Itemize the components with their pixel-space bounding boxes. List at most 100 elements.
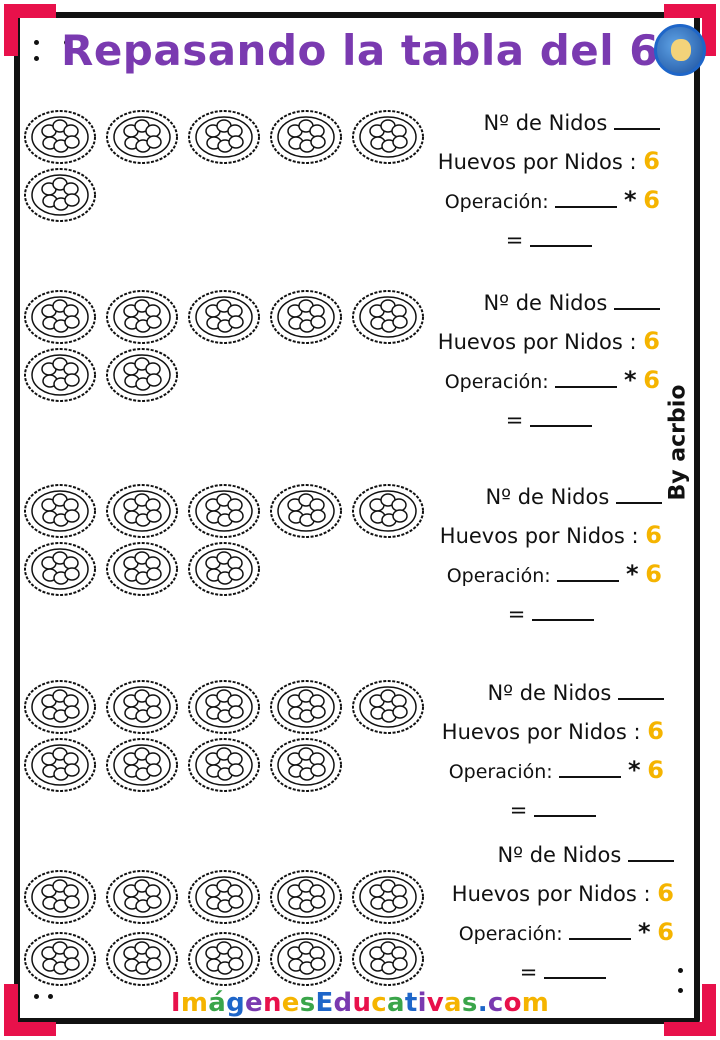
nidos-answer-field[interactable] <box>616 484 662 504</box>
result-answer-field[interactable] <box>530 227 592 247</box>
corner-decoration-bottom-right <box>664 968 716 1036</box>
operator-symbol: * <box>624 366 637 394</box>
nest-icon <box>104 108 180 166</box>
nest-icon <box>186 288 262 346</box>
operacion-row: Operación: * 6 <box>438 181 660 221</box>
operacion-label: Operación: <box>448 761 553 783</box>
footer-text: ImágenesEducativas.com <box>170 988 550 1018</box>
nidos-row: Nº de Nidos <box>438 284 660 322</box>
nest-icon <box>186 736 262 794</box>
nest-icon <box>22 540 98 598</box>
result-row: = <box>442 791 664 829</box>
operacion-answer-field[interactable] <box>569 920 632 940</box>
huevos-row: Huevos por Nidos : 6 <box>440 516 662 555</box>
huevos-label: Huevos por Nidos : <box>451 882 651 906</box>
nest-icon <box>350 482 426 540</box>
huevos-label: Huevos por Nidos : <box>439 524 639 548</box>
nidos-row: Nº de Nidos <box>438 104 660 142</box>
nest-icon <box>268 288 344 346</box>
nidos-answer-field[interactable] <box>614 290 660 310</box>
nest-icon <box>104 678 180 736</box>
huevos-label: Huevos por Nidos : <box>441 720 641 744</box>
corner-decoration-top-left <box>4 4 69 61</box>
huevos-row: Huevos por Nidos : 6 <box>438 142 660 181</box>
result-answer-field[interactable] <box>534 797 596 817</box>
nest-icon <box>186 678 262 736</box>
result-answer-field[interactable] <box>544 959 606 979</box>
nest-icon <box>22 930 98 988</box>
nest-icon <box>22 108 98 166</box>
nest-icon <box>268 108 344 166</box>
huevos-value: 6 <box>643 147 660 175</box>
nidos-answer-field[interactable] <box>628 842 674 862</box>
author-credit: By acrbio <box>665 384 691 501</box>
nest-icon <box>268 868 344 926</box>
nest-icon <box>22 678 98 736</box>
nest-icon <box>104 482 180 540</box>
nest-icon <box>104 288 180 346</box>
operacion-answer-field[interactable] <box>555 188 618 208</box>
nidos-answer-field[interactable] <box>618 680 664 700</box>
equals-sign: = <box>505 228 524 252</box>
factor-value: 6 <box>645 560 662 588</box>
result-row: = <box>438 221 660 259</box>
nest-icon <box>104 868 180 926</box>
equals-sign: = <box>519 960 538 984</box>
result-answer-field[interactable] <box>532 601 594 621</box>
operacion-answer-field[interactable] <box>555 368 618 388</box>
footer-website: ImágenesEducativas.com <box>0 988 720 1018</box>
nest-icon <box>186 482 262 540</box>
nest-icon <box>186 108 262 166</box>
result-row: = <box>438 401 660 439</box>
equals-sign: = <box>505 408 524 432</box>
factor-value: 6 <box>643 186 660 214</box>
nest-icon <box>104 930 180 988</box>
equals-sign: = <box>509 798 528 822</box>
factor-value: 6 <box>643 366 660 394</box>
nest-icon <box>186 868 262 926</box>
operacion-row: Operación: * 6 <box>438 361 660 401</box>
nest-icon <box>22 346 98 404</box>
nest-icon <box>22 868 98 926</box>
nidos-label: Nº de Nidos <box>483 291 608 315</box>
nest-icon <box>350 678 426 736</box>
huevos-value: 6 <box>645 521 662 549</box>
operacion-answer-field[interactable] <box>557 562 620 582</box>
nest-icon <box>350 930 426 988</box>
operacion-answer-field[interactable] <box>559 758 622 778</box>
operator-symbol: * <box>638 918 651 946</box>
nest-icon <box>22 288 98 346</box>
corner-decoration-bottom-left <box>4 980 56 1036</box>
huevos-value: 6 <box>657 879 674 907</box>
nest-icon <box>104 736 180 794</box>
nest-icon <box>268 736 344 794</box>
page-title: Repasando la tabla del 6 <box>60 26 659 75</box>
operator-symbol: * <box>624 186 637 214</box>
huevos-value: 6 <box>643 327 660 355</box>
nest-icon <box>350 288 426 346</box>
huevos-label: Huevos por Nidos : <box>437 150 637 174</box>
huevos-label: Huevos por Nidos : <box>437 330 637 354</box>
operacion-label: Operación: <box>444 191 549 213</box>
nidos-row: Nº de Nidos <box>452 836 674 874</box>
operacion-label: Operación: <box>446 565 551 587</box>
huevos-row: Huevos por Nidos : 6 <box>452 874 674 913</box>
nest-icon <box>268 678 344 736</box>
nidos-label: Nº de Nidos <box>485 485 610 509</box>
nest-icon <box>104 346 180 404</box>
result-answer-field[interactable] <box>530 407 592 427</box>
factor-value: 6 <box>647 756 664 784</box>
nidos-row: Nº de Nidos <box>440 478 662 516</box>
nidos-label: Nº de Nidos <box>497 843 622 867</box>
operator-symbol: * <box>628 756 641 784</box>
nidos-answer-field[interactable] <box>614 110 660 130</box>
huevos-row: Huevos por Nidos : 6 <box>442 712 664 751</box>
operacion-label: Operación: <box>458 923 563 945</box>
huevos-value: 6 <box>647 717 664 745</box>
nest-icon <box>350 868 426 926</box>
